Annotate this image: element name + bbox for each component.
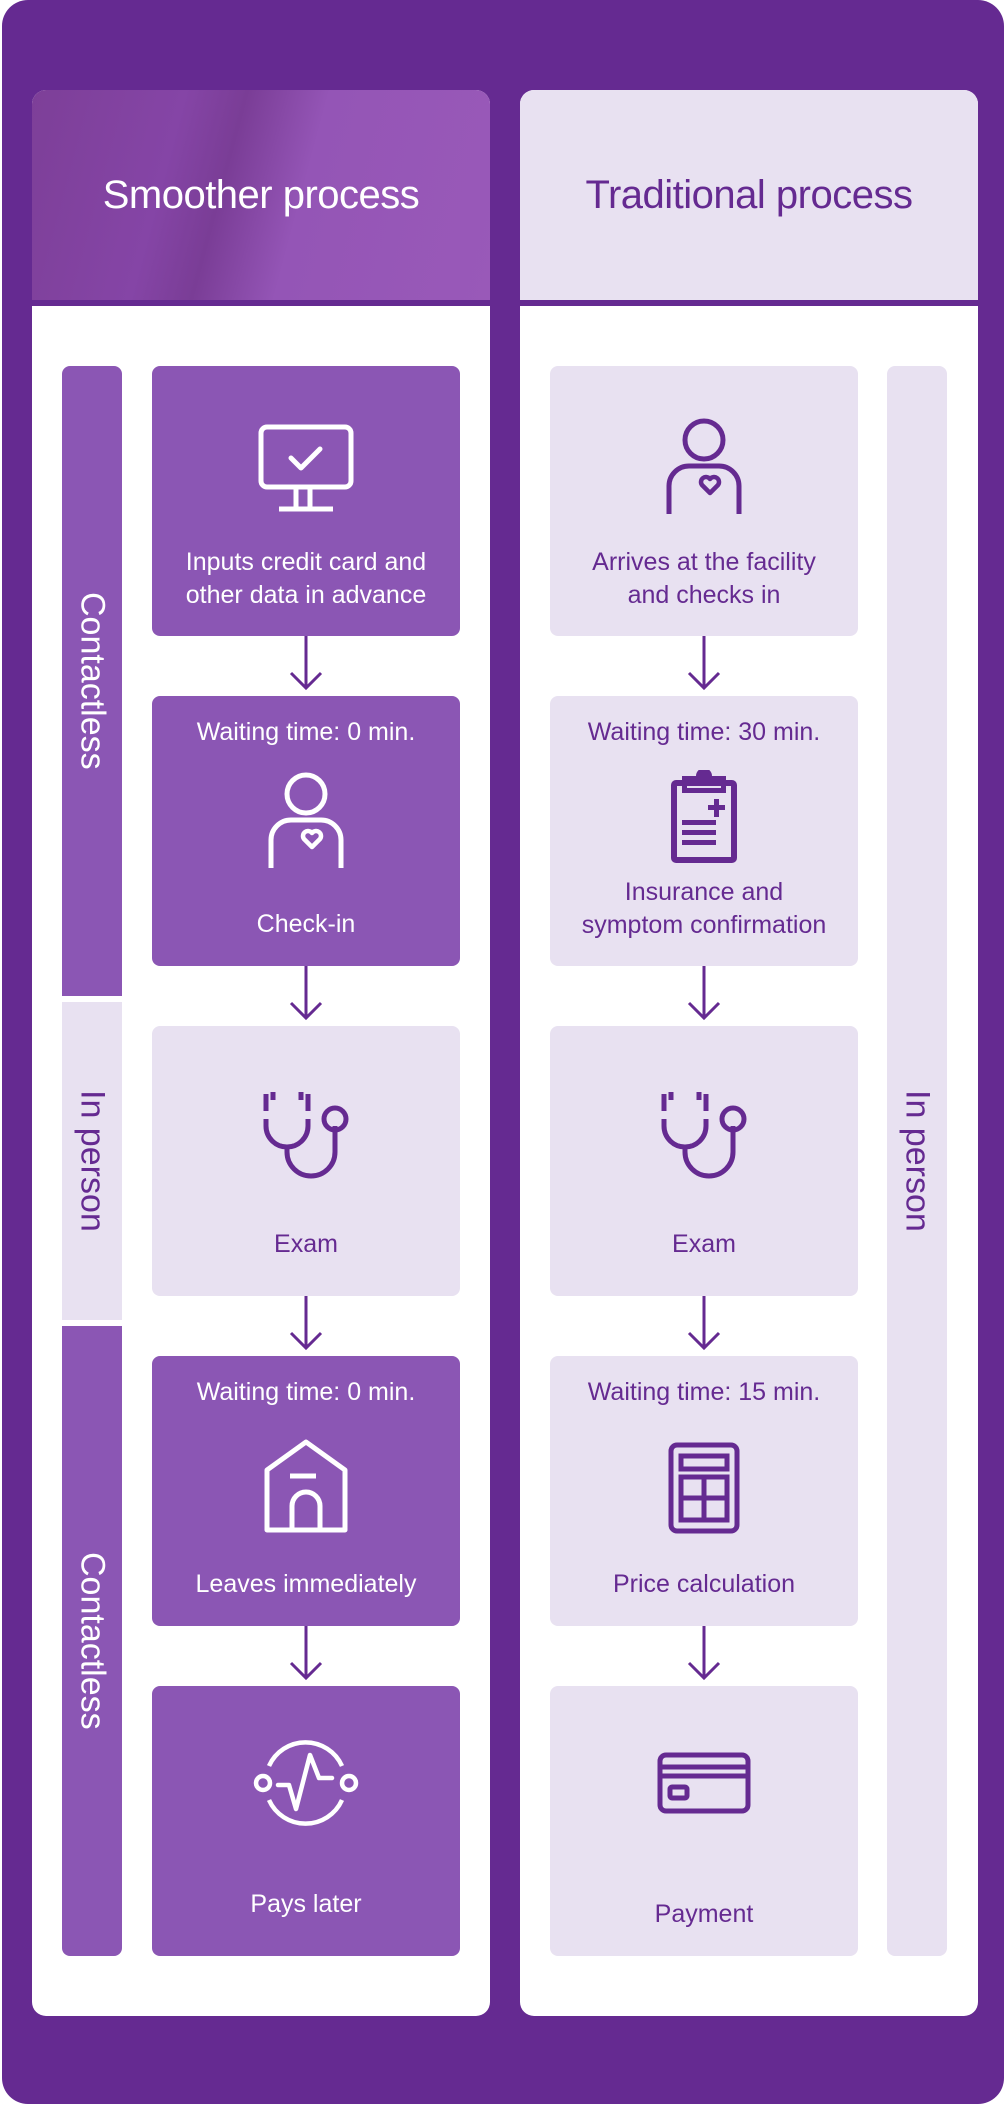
flow-arrow-down-icon [289,636,323,691]
step-label-line: Inputs credit card and [185,548,427,576]
flow-arrow-down-icon [289,966,323,1021]
stethoscope-icon [550,1086,858,1182]
phase-bar-contactless-2: Contactless [62,1326,122,1956]
phase-bar-contactless-1: Contactless [62,366,122,996]
smoother-process-header: Smoother process [32,90,490,306]
step-label: Leaves immediately [152,1568,460,1601]
step-label-line: Leaves immediately [195,1570,417,1598]
waiting-time: Waiting time: 15 min. [587,1378,821,1406]
smoother-process-panel: Smoother process Contactless In person C… [32,90,490,2016]
step-label: Insurance and symptom confirmation [550,876,858,942]
step-label: Check-in [152,908,460,941]
calculator-icon [550,1442,858,1534]
flow-arrow-down-icon [687,1626,721,1681]
step-label-line: Exam [672,1230,736,1258]
waiting-time: Waiting time: 0 min. [196,718,416,746]
step-label-line: Exam [274,1230,338,1258]
flow-arrow-down-icon [687,966,721,1021]
phase-label: In person [898,1090,937,1232]
step-label: Exam [550,1228,858,1261]
step-card-check-in: Waiting time: 0 min. Check-in [152,696,460,966]
step-label: Arrives at the facility and checks in [550,546,858,612]
flow-arrow-down-icon [687,636,721,691]
step-card-pays-later: Pays later [152,1686,460,1956]
flow-arrow-down-icon [289,1296,323,1351]
phase-label: Contactless [73,592,112,770]
traditional-process-body: In person Arrives at the facility and ch… [520,306,978,2016]
step-card-price-calculation: Waiting time: 15 min. Price calculation [550,1356,858,1626]
clipboard-icon [550,770,858,866]
step-card-payment: Payment [550,1686,858,1956]
step-label: Exam [152,1228,460,1261]
traditional-process-title: Traditional process [585,172,913,217]
waiting-time: Waiting time: 0 min. [196,1378,416,1406]
step-card-inputs-data: Inputs credit card and other data in adv… [152,366,460,636]
phase-bar-in-person: In person [887,366,947,1956]
step-label: Pays later [152,1888,460,1921]
house-icon [152,1438,460,1534]
step-label: Inputs credit card and other data in adv… [152,546,460,612]
stethoscope-icon [152,1086,460,1182]
step-label: Price calculation [550,1568,858,1601]
step-card-arrives-checks-in: Arrives at the facility and checks in [550,366,858,636]
step-card-exam: Exam [550,1026,858,1296]
step-label-line: other data in advance [185,581,427,609]
person-heart-icon [152,772,460,870]
credit-card-icon [550,1752,858,1814]
step-card-leaves-immediately: Waiting time: 0 min. Leaves immediately [152,1356,460,1626]
phase-label: Contactless [73,1552,112,1730]
step-label-line: Payment [654,1900,754,1928]
step-label-line: Check-in [256,910,356,938]
step-label-line: and checks in [627,581,781,609]
smoother-process-title: Smoother process [102,172,420,217]
step-label-line: Price calculation [612,1570,796,1598]
monitor-check-icon [152,424,460,514]
phase-bar-in-person: In person [62,1002,122,1320]
step-label-line: Arrives at the facility [592,548,816,576]
flow-arrow-down-icon [289,1626,323,1681]
step-card-insurance-confirmation: Waiting time: 30 min. Insurance and symp [550,696,858,966]
pulse-circle-icon [152,1736,460,1832]
traditional-process-header: Traditional process [520,90,978,306]
traditional-process-panel: Traditional process In person Arrives at… [520,90,978,2016]
step-label-line: symptom confirmation [581,911,827,939]
step-card-exam: Exam [152,1026,460,1296]
step-label-line: Insurance and [624,878,784,906]
step-label-line: Pays later [250,1890,362,1918]
phase-label: In person [73,1090,112,1232]
waiting-time: Waiting time: 30 min. [587,718,821,746]
person-heart-icon [550,418,858,516]
step-label: Payment [550,1898,858,1931]
flow-arrow-down-icon [687,1296,721,1351]
smoother-process-body: Contactless In person Contactless [32,306,490,2016]
